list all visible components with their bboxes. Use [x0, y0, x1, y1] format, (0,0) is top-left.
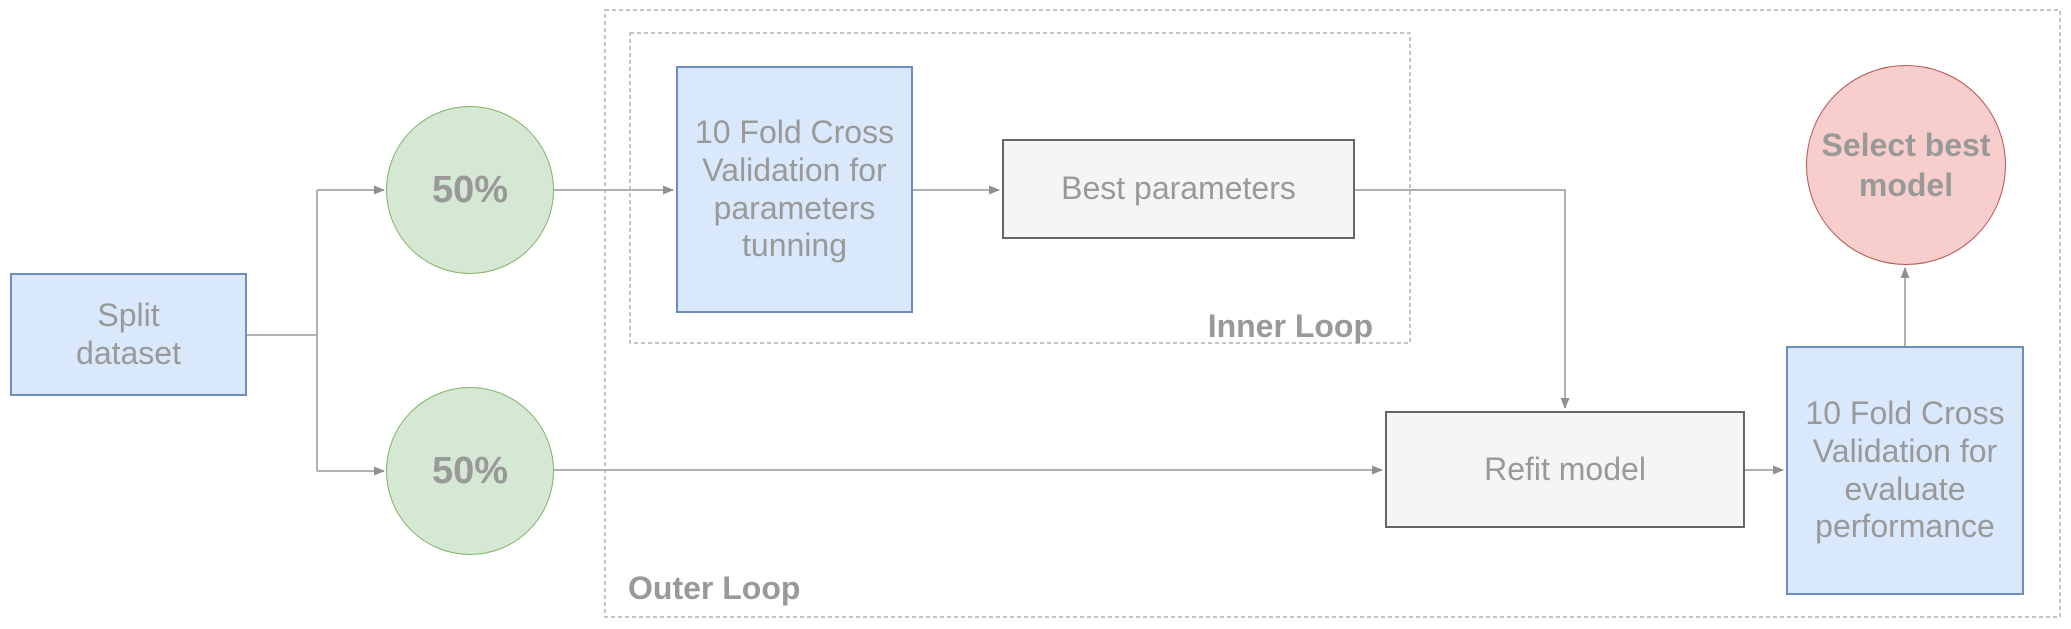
select-best-model-circle: Select best model [1806, 65, 2006, 265]
refit-model-node: Refit model [1385, 411, 1745, 528]
test-split-50-percent-circle: 50% [386, 387, 554, 555]
best-parameters-node: Best parameters [1002, 139, 1355, 239]
connector-best-parameters-to-refit [1355, 189, 1570, 409]
inner-loop-label: Inner Loop [1207, 308, 1373, 344]
outer-loop-container [604, 9, 2061, 618]
inner-loop-container [629, 32, 1411, 344]
train-split-50-percent-circle: 50% [386, 106, 554, 274]
split-dataset-node: Split dataset [10, 273, 247, 396]
outer-loop-label: Outer Loop [628, 570, 801, 606]
connector-split-branch [247, 190, 318, 471]
inner-cv-parameters-tuning-node: 10 Fold Cross Validation for parameters … [676, 66, 913, 313]
outer-cv-evaluate-performance-node: 10 Fold Cross Validation for evaluate pe… [1786, 346, 2024, 595]
